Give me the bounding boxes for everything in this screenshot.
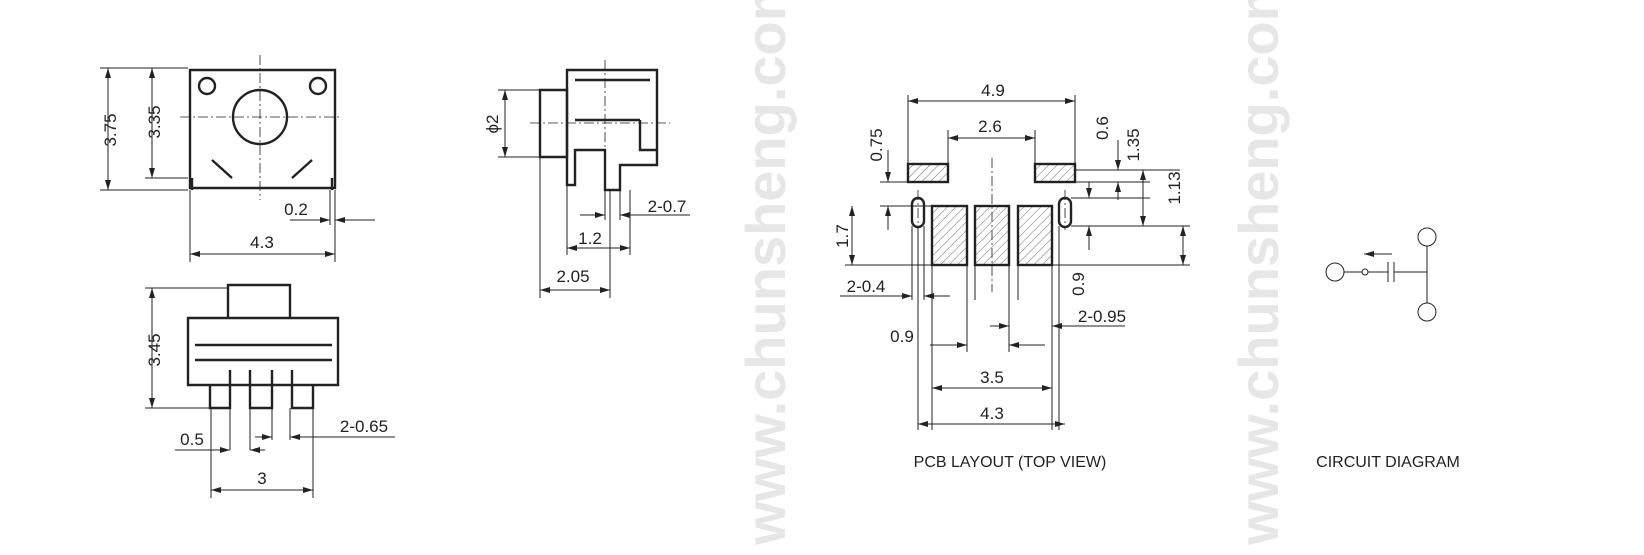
dim-1-2: 1.2 [578,229,602,248]
side-actuator [538,88,569,159]
corner-hole [197,76,217,96]
corner-hole [308,76,328,96]
pad-top-right [1033,162,1077,184]
dim-2-05: 2.05 [556,267,589,286]
dim-4-3-pcb: 4.3 [980,404,1004,423]
pad-3 [1016,204,1054,267]
terminal-top [1417,227,1437,247]
dim-4-3: 4.3 [250,233,274,252]
top-view: 3.75 3.35 0.2 4.3 [100,55,375,262]
pcb-layout-title: PCB LAYOUT (TOP VIEW) [914,454,1107,471]
circuit-diagram-title: CIRCUIT DIAGRAM [1316,454,1460,471]
watermark-left: www.chunsheng.com [734,0,797,546]
dim-3-35: 3.35 [145,105,164,138]
dim-1-7: 1.7 [833,224,852,248]
side-view: ϕ2 2-0.7 1.2 2.05 [483,60,690,298]
dim-3-5: 3.5 [980,368,1004,387]
front-body [186,316,340,387]
dim-0-6: 0.6 [1093,116,1112,140]
dim-0-5: 0.5 [180,430,204,449]
dim-0-9-gap: 0.9 [890,327,914,346]
terminal-bottom [1417,302,1437,322]
dim-3-75: 3.75 [101,113,120,146]
circuit-diagram: CIRCUIT DIAGRAM [1316,227,1460,471]
dim-4-9: 4.9 [981,81,1005,100]
pcb-layout: 4.9 2.6 0.75 1.7 2-0.4 0.9 2-0.95 3.5 4.… [833,81,1190,471]
dim-0-75: 0.75 [867,128,886,161]
terminal-left [1325,262,1345,282]
dim-2-0-95: 2-0.95 [1078,307,1126,326]
dim-2-6: 2.6 [978,117,1002,136]
dim-3-45: 3.45 [145,333,164,366]
dim-2-0-4: 2-0.4 [847,277,886,296]
dim-0-9-side: 0.9 [1069,272,1088,296]
dim-phi-2: ϕ2 [483,115,502,134]
dim-2-0-65: 2-0.65 [340,417,388,436]
pad-top-left [906,162,950,184]
top-view-body [188,68,337,190]
pad-1 [930,204,969,267]
top-view-pins [190,178,334,190]
front-view: 3.45 0.5 2-0.65 3 [145,283,395,498]
dim-1-35: 1.35 [1124,128,1143,161]
switch-pivot [1361,268,1369,276]
dim-0-2: 0.2 [284,200,308,219]
dim-2-0-7: 2-0.7 [648,197,687,216]
watermark-right: www.chunsheng.com [1227,0,1290,546]
button-stem [226,283,292,318]
dim-3: 3 [257,469,266,488]
actuator-ring [231,88,289,146]
side-body [565,68,659,192]
dim-1-13: 1.13 [1165,171,1184,204]
